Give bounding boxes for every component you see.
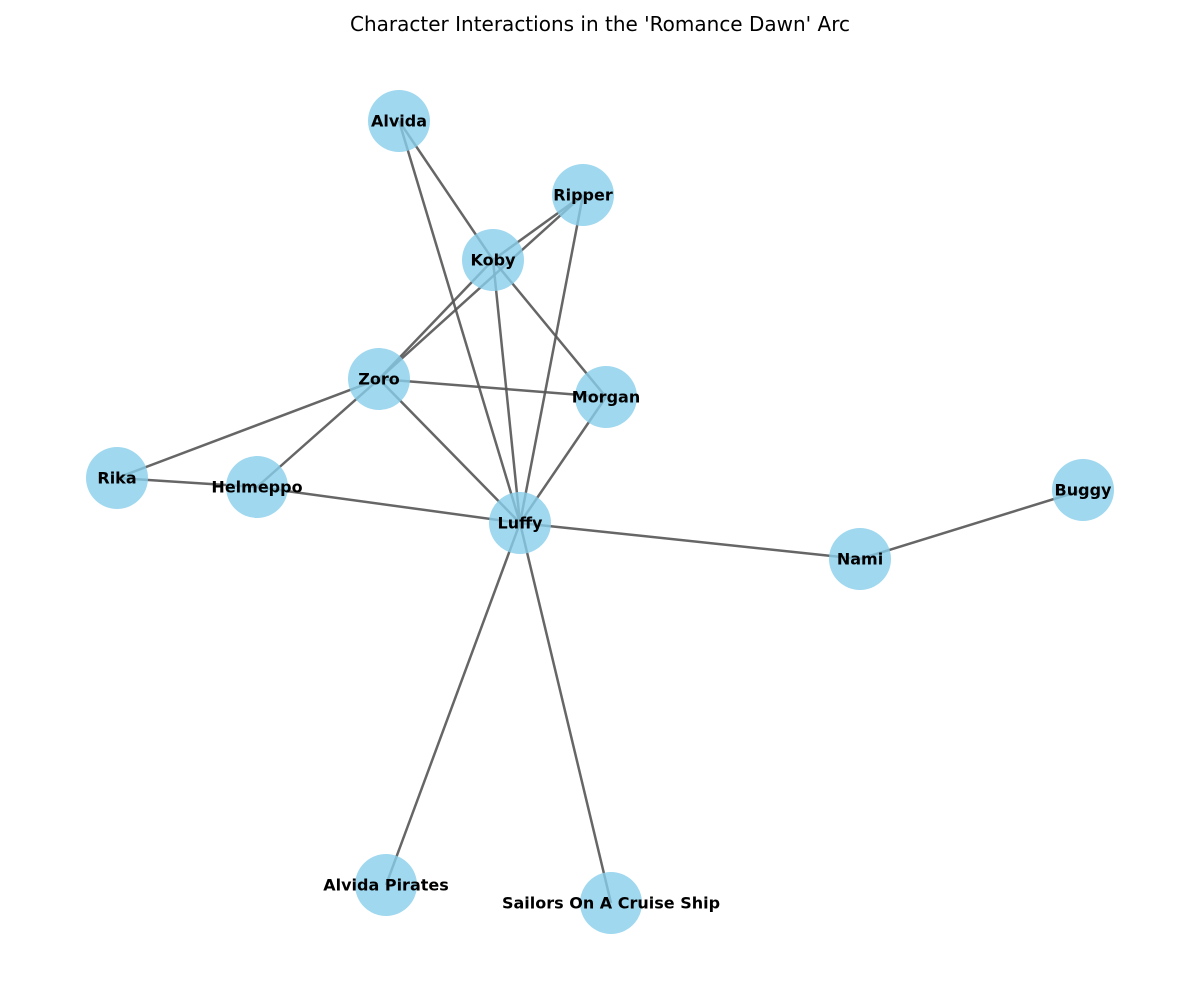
- node-label-rika: Rika: [97, 469, 136, 488]
- edge-zoro-morgan: [378, 377, 607, 399]
- node-rika: Rika: [86, 447, 148, 509]
- edge-helmeppo-luffy: [256, 485, 521, 525]
- node-morgan: Morgan: [572, 366, 640, 428]
- edge-zoro-luffy: [378, 378, 521, 524]
- edge-alvida-luffy: [397, 120, 522, 524]
- node-luffy: Luffy: [489, 492, 551, 554]
- node-helmeppo: Helmeppo: [211, 456, 303, 518]
- node-circle-buggy: [1052, 459, 1114, 521]
- node-label-alvida-pirates: Alvida Pirates: [323, 876, 449, 895]
- node-label-sailors: Sailors On A Cruise Ship: [502, 894, 720, 913]
- chart-title: Character Interactions in the 'Romance D…: [350, 12, 850, 36]
- node-circle-alvida: [368, 90, 430, 152]
- node-alvida-pirates: Alvida Pirates: [323, 854, 449, 916]
- node-circle-sailors: [580, 872, 642, 934]
- node-label-alvida: Alvida: [371, 112, 427, 131]
- node-circle-nami: [829, 528, 891, 590]
- edge-koby-luffy: [491, 259, 522, 524]
- node-label-koby: Koby: [471, 251, 517, 270]
- edge-luffy-sailors: [518, 522, 613, 904]
- node-label-luffy: Luffy: [498, 514, 544, 533]
- node-nami: Nami: [829, 528, 891, 590]
- edge-zoro-rika: [116, 377, 380, 480]
- node-buggy: Buggy: [1052, 459, 1114, 521]
- node-circle-ripper: [552, 164, 614, 226]
- node-label-ripper: Ripper: [553, 186, 613, 205]
- node-alvida: Alvida: [368, 90, 430, 152]
- node-circle-morgan: [575, 366, 637, 428]
- edge-ripper-luffy: [518, 194, 585, 524]
- node-circle-luffy: [489, 492, 551, 554]
- node-label-helmeppo: Helmeppo: [211, 478, 302, 497]
- edge-luffy-alvida-pirates: [384, 522, 522, 886]
- node-circle-helmeppo: [226, 456, 288, 518]
- node-sailors: Sailors On A Cruise Ship: [502, 872, 720, 934]
- node-ripper: Ripper: [552, 164, 614, 226]
- node-circle-zoro: [348, 348, 410, 410]
- node-label-morgan: Morgan: [572, 388, 640, 407]
- node-label-nami: Nami: [837, 550, 883, 569]
- node-circle-alvida-pirates: [355, 854, 417, 916]
- node-label-buggy: Buggy: [1055, 481, 1112, 500]
- node-koby: Koby: [462, 229, 524, 291]
- edge-nami-buggy: [859, 488, 1084, 561]
- node-label-zoro: Zoro: [358, 370, 399, 389]
- edge-luffy-nami: [519, 521, 861, 561]
- node-zoro: Zoro: [348, 348, 410, 410]
- node-circle-rika: [86, 447, 148, 509]
- node-circle-koby: [462, 229, 524, 291]
